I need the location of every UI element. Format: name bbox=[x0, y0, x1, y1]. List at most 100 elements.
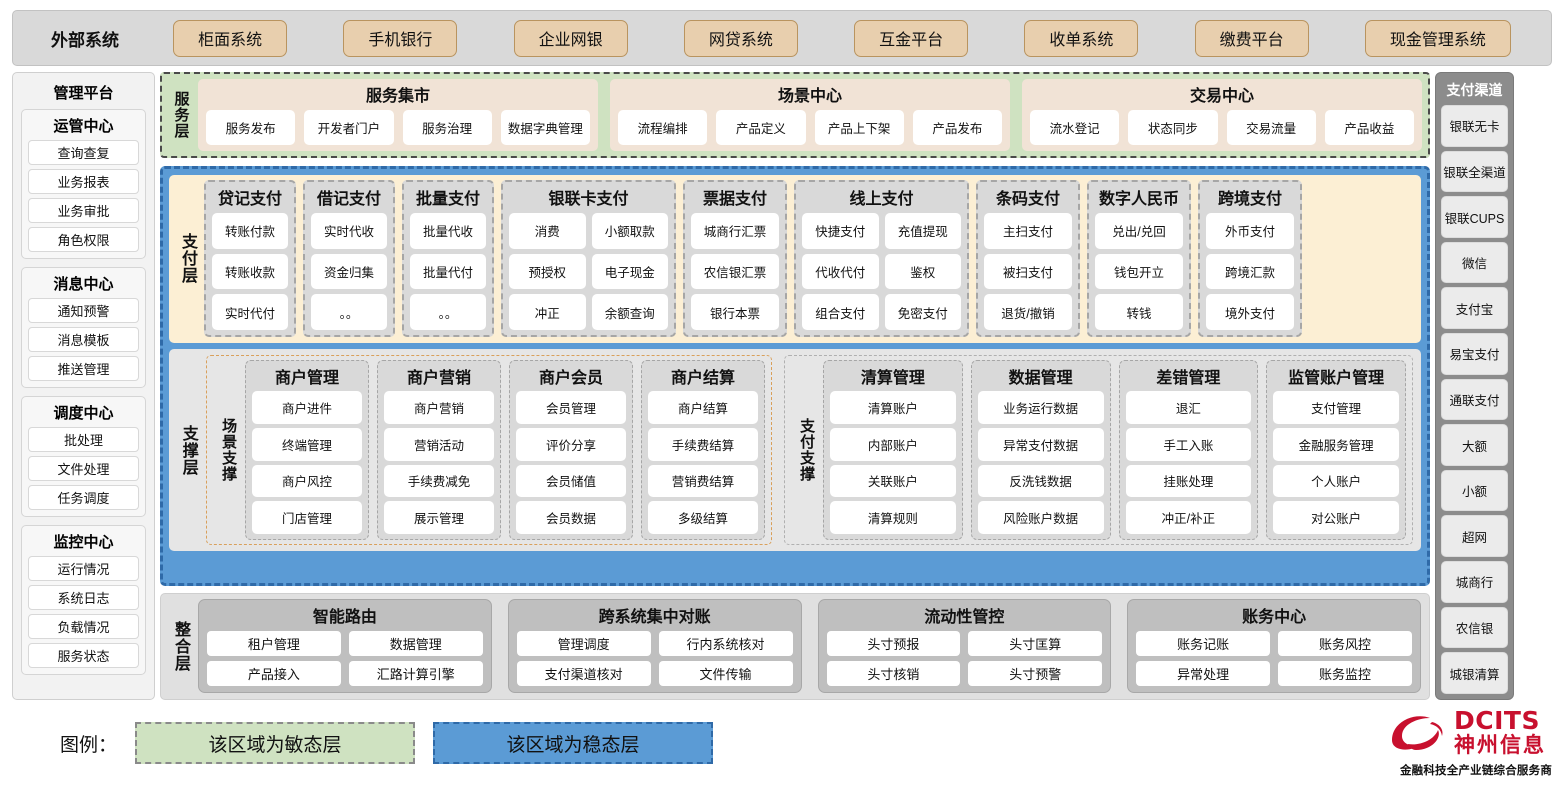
payment-item[interactable]: 退货/撤销 bbox=[984, 294, 1072, 331]
support-item[interactable]: 关联账户 bbox=[830, 464, 956, 498]
support-item[interactable]: 门店管理 bbox=[252, 501, 362, 534]
payment-item[interactable]: 跨境汇款 bbox=[1206, 253, 1294, 290]
channel-item[interactable]: 通联支付 bbox=[1441, 378, 1508, 421]
menu-item[interactable]: 查询查复 bbox=[28, 140, 139, 165]
menu-item[interactable]: 批处理 bbox=[28, 427, 139, 452]
payment-item[interactable]: 电子现金 bbox=[591, 253, 668, 290]
support-item[interactable]: 手工入账 bbox=[1125, 427, 1252, 461]
channel-item[interactable]: 银联全渠道 bbox=[1441, 150, 1508, 193]
support-item[interactable]: 商户结算 bbox=[648, 391, 758, 424]
integration-item[interactable]: 管理调度 bbox=[516, 631, 651, 656]
external-system-item[interactable]: 现金管理系统 bbox=[1364, 19, 1511, 57]
support-item[interactable]: 金融服务管理 bbox=[1273, 427, 1399, 461]
payment-item[interactable]: 被扫支付 bbox=[984, 253, 1072, 290]
integration-item[interactable]: 租户管理 bbox=[207, 631, 341, 656]
support-item[interactable]: 手续费减免 bbox=[384, 464, 494, 498]
external-system-item[interactable]: 柜面系统 bbox=[173, 19, 288, 57]
payment-item[interactable]: 城商行汇票 bbox=[691, 213, 779, 249]
channel-item[interactable]: 超网 bbox=[1441, 515, 1508, 558]
channel-item[interactable]: 城商行 bbox=[1441, 561, 1508, 603]
payment-item[interactable]: 免密支付 bbox=[884, 294, 961, 331]
payment-item[interactable]: 钱包开立 bbox=[1095, 253, 1183, 290]
menu-item[interactable]: 负载情况 bbox=[28, 614, 139, 639]
integration-item[interactable]: 头寸匡算 bbox=[968, 631, 1103, 656]
support-item[interactable]: 评价分享 bbox=[516, 427, 626, 461]
support-item[interactable]: 手续费结算 bbox=[648, 427, 758, 461]
payment-item[interactable]: 小额取款 bbox=[591, 213, 668, 249]
payment-item[interactable]: 消费 bbox=[509, 213, 586, 249]
service-item[interactable]: 产品上下架 bbox=[814, 110, 904, 145]
channel-item[interactable]: 银联CUPS bbox=[1441, 196, 1508, 238]
support-item[interactable]: 营销活动 bbox=[384, 427, 494, 461]
payment-item[interactable]: 。。 bbox=[410, 294, 486, 331]
integration-item[interactable]: 头寸预报 bbox=[826, 631, 961, 656]
support-item[interactable]: 商户进件 bbox=[252, 391, 362, 424]
support-item[interactable]: 展示管理 bbox=[384, 501, 494, 534]
payment-item[interactable]: 快捷支付 bbox=[802, 213, 879, 249]
integration-item[interactable]: 头寸预警 bbox=[968, 661, 1103, 686]
support-item[interactable]: 商户营销 bbox=[384, 391, 494, 424]
support-item[interactable]: 风险账户数据 bbox=[977, 501, 1104, 534]
menu-item[interactable]: 推送管理 bbox=[28, 356, 139, 381]
payment-item[interactable]: 转账收款 bbox=[212, 253, 288, 290]
service-item[interactable]: 状态同步 bbox=[1128, 110, 1218, 145]
service-item[interactable]: 产品发布 bbox=[912, 110, 1002, 145]
payment-item[interactable]: 鉴权 bbox=[884, 253, 961, 290]
external-system-item[interactable]: 缴费平台 bbox=[1194, 19, 1309, 57]
integration-item[interactable]: 行内系统核对 bbox=[658, 631, 793, 656]
integration-item[interactable]: 支付渠道核对 bbox=[516, 661, 651, 686]
integration-item[interactable]: 头寸核销 bbox=[826, 661, 961, 686]
menu-item[interactable]: 运行情况 bbox=[28, 556, 139, 581]
external-system-item[interactable]: 互金平台 bbox=[854, 19, 969, 57]
payment-item[interactable]: 转账付款 bbox=[212, 213, 288, 249]
payment-item[interactable]: 实时代付 bbox=[212, 294, 288, 331]
payment-item[interactable]: 充值提现 bbox=[884, 213, 961, 249]
integration-item[interactable]: 异常处理 bbox=[1136, 661, 1271, 686]
menu-item[interactable]: 文件处理 bbox=[28, 456, 139, 481]
support-item[interactable]: 反洗钱数据 bbox=[977, 464, 1104, 498]
integration-item[interactable]: 账务风控 bbox=[1278, 631, 1412, 656]
channel-item[interactable]: 农信银 bbox=[1441, 606, 1508, 649]
menu-item[interactable]: 业务报表 bbox=[28, 169, 139, 194]
support-item[interactable]: 内部账户 bbox=[830, 427, 956, 461]
support-item[interactable]: 冲正/补正 bbox=[1125, 501, 1252, 534]
menu-item[interactable]: 任务调度 bbox=[28, 485, 139, 510]
service-item[interactable]: 开发者门户 bbox=[304, 110, 394, 145]
support-item[interactable]: 业务运行数据 bbox=[977, 391, 1104, 424]
payment-item[interactable]: 。。 bbox=[311, 294, 387, 331]
payment-item[interactable]: 兑出/兑回 bbox=[1095, 213, 1183, 249]
support-item[interactable]: 终端管理 bbox=[252, 427, 362, 461]
menu-item[interactable]: 角色权限 bbox=[28, 227, 139, 252]
service-item[interactable]: 数据字典管理 bbox=[500, 110, 590, 145]
payment-item[interactable]: 预授权 bbox=[509, 253, 586, 290]
channel-item[interactable]: 大额 bbox=[1441, 424, 1508, 466]
payment-item[interactable]: 批量代收 bbox=[410, 213, 486, 249]
payment-item[interactable]: 境外支付 bbox=[1206, 294, 1294, 331]
payment-item[interactable]: 余额查询 bbox=[591, 294, 668, 331]
payment-item[interactable]: 实时代收 bbox=[311, 213, 387, 249]
support-item[interactable]: 退汇 bbox=[1125, 391, 1252, 424]
service-item[interactable]: 产品收益 bbox=[1324, 110, 1414, 145]
service-item[interactable]: 服务治理 bbox=[402, 110, 492, 145]
integration-item[interactable]: 文件传输 bbox=[658, 661, 793, 686]
payment-item[interactable]: 批量代付 bbox=[410, 253, 486, 290]
support-item[interactable]: 会员储值 bbox=[516, 464, 626, 498]
support-item[interactable]: 营销费结算 bbox=[648, 464, 758, 498]
support-item[interactable]: 多级结算 bbox=[648, 501, 758, 534]
channel-item[interactable]: 微信 bbox=[1441, 241, 1508, 284]
support-item[interactable]: 清算账户 bbox=[830, 391, 956, 424]
payment-item[interactable]: 资金归集 bbox=[311, 253, 387, 290]
support-item[interactable]: 对公账户 bbox=[1273, 501, 1399, 534]
external-system-item[interactable]: 企业网银 bbox=[513, 19, 628, 57]
payment-item[interactable]: 银行本票 bbox=[691, 294, 779, 331]
menu-item[interactable]: 通知预警 bbox=[28, 298, 139, 323]
external-system-item[interactable]: 网贷系统 bbox=[683, 19, 798, 57]
support-item[interactable]: 商户风控 bbox=[252, 464, 362, 498]
service-item[interactable]: 流程编排 bbox=[618, 110, 708, 145]
menu-item[interactable]: 服务状态 bbox=[28, 643, 139, 668]
support-item[interactable]: 支付管理 bbox=[1273, 391, 1399, 424]
payment-item[interactable]: 代收代付 bbox=[802, 253, 879, 290]
support-item[interactable]: 会员管理 bbox=[516, 391, 626, 424]
payment-item[interactable]: 主扫支付 bbox=[984, 213, 1072, 249]
menu-item[interactable]: 消息模板 bbox=[28, 327, 139, 352]
